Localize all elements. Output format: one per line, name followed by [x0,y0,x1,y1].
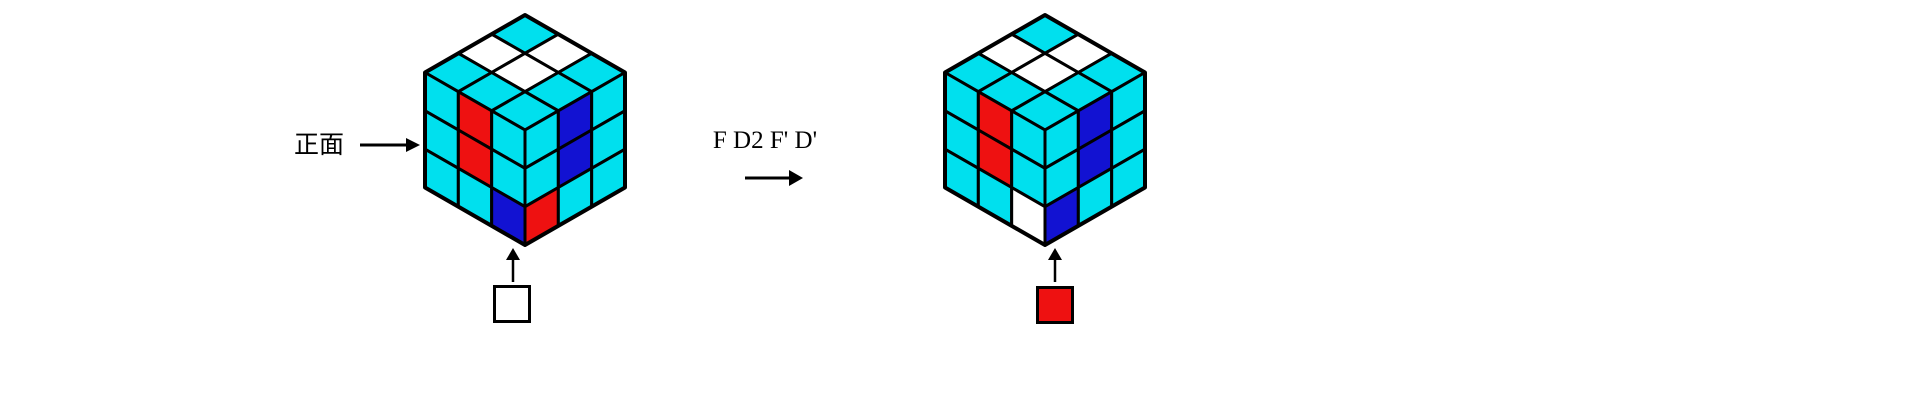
front-face-arrow-icon [360,138,420,152]
bottom-sticker-swatch-after [1036,286,1074,324]
up-arrow-after-icon [1048,248,1062,282]
transform-arrow-icon [745,170,803,186]
up-arrow-before-icon [506,248,520,282]
cube-after [943,13,1147,247]
front-face-label: 正面 [294,132,345,159]
move-sequence-label: F D2 F' D' [712,127,818,154]
cube-before [423,13,627,247]
bottom-sticker-swatch-before [493,285,531,323]
